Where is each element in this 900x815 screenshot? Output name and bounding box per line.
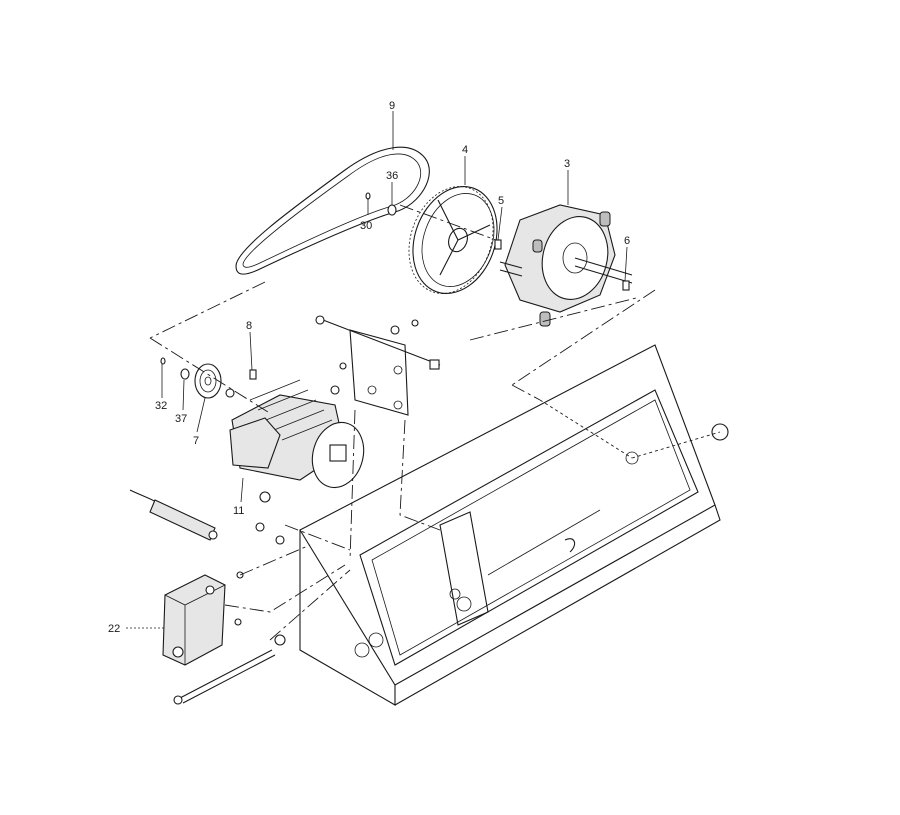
nut	[275, 535, 285, 545]
callout-7: 7	[193, 435, 199, 447]
screw	[234, 618, 242, 626]
gearbox	[499, 204, 633, 327]
washer-36	[387, 204, 397, 216]
callout-22: 22	[108, 623, 120, 635]
nut	[255, 522, 265, 532]
callout-8: 8	[246, 320, 252, 332]
callout-5: 5	[498, 195, 504, 207]
callout-32: 32	[155, 400, 167, 412]
callout-9: 9	[389, 100, 395, 112]
base-cabinet	[299, 344, 721, 706]
leader-lines	[126, 111, 628, 629]
washer	[274, 634, 286, 646]
screw-32	[160, 357, 166, 365]
key-5	[494, 239, 502, 250]
assembly-lines	[149, 204, 721, 641]
washer-37	[180, 368, 190, 380]
callout-3: 3	[564, 158, 570, 170]
callout-6: 6	[624, 235, 630, 247]
large-pulley	[408, 185, 498, 295]
motor-pulley	[194, 363, 222, 399]
key-6	[622, 280, 630, 291]
callout-36: 36	[386, 170, 398, 182]
callout-4: 4	[462, 144, 468, 156]
callout-11: 11	[233, 505, 244, 517]
cable-sensor	[129, 489, 218, 541]
motor	[225, 379, 365, 503]
callout-30: 30	[360, 220, 372, 232]
key-8	[249, 369, 257, 380]
switch-box	[162, 574, 226, 666]
motor-mount-bracket	[315, 315, 441, 416]
drive-belt	[235, 146, 430, 275]
callout-37: 37	[175, 413, 187, 425]
long-bolt	[173, 649, 276, 705]
